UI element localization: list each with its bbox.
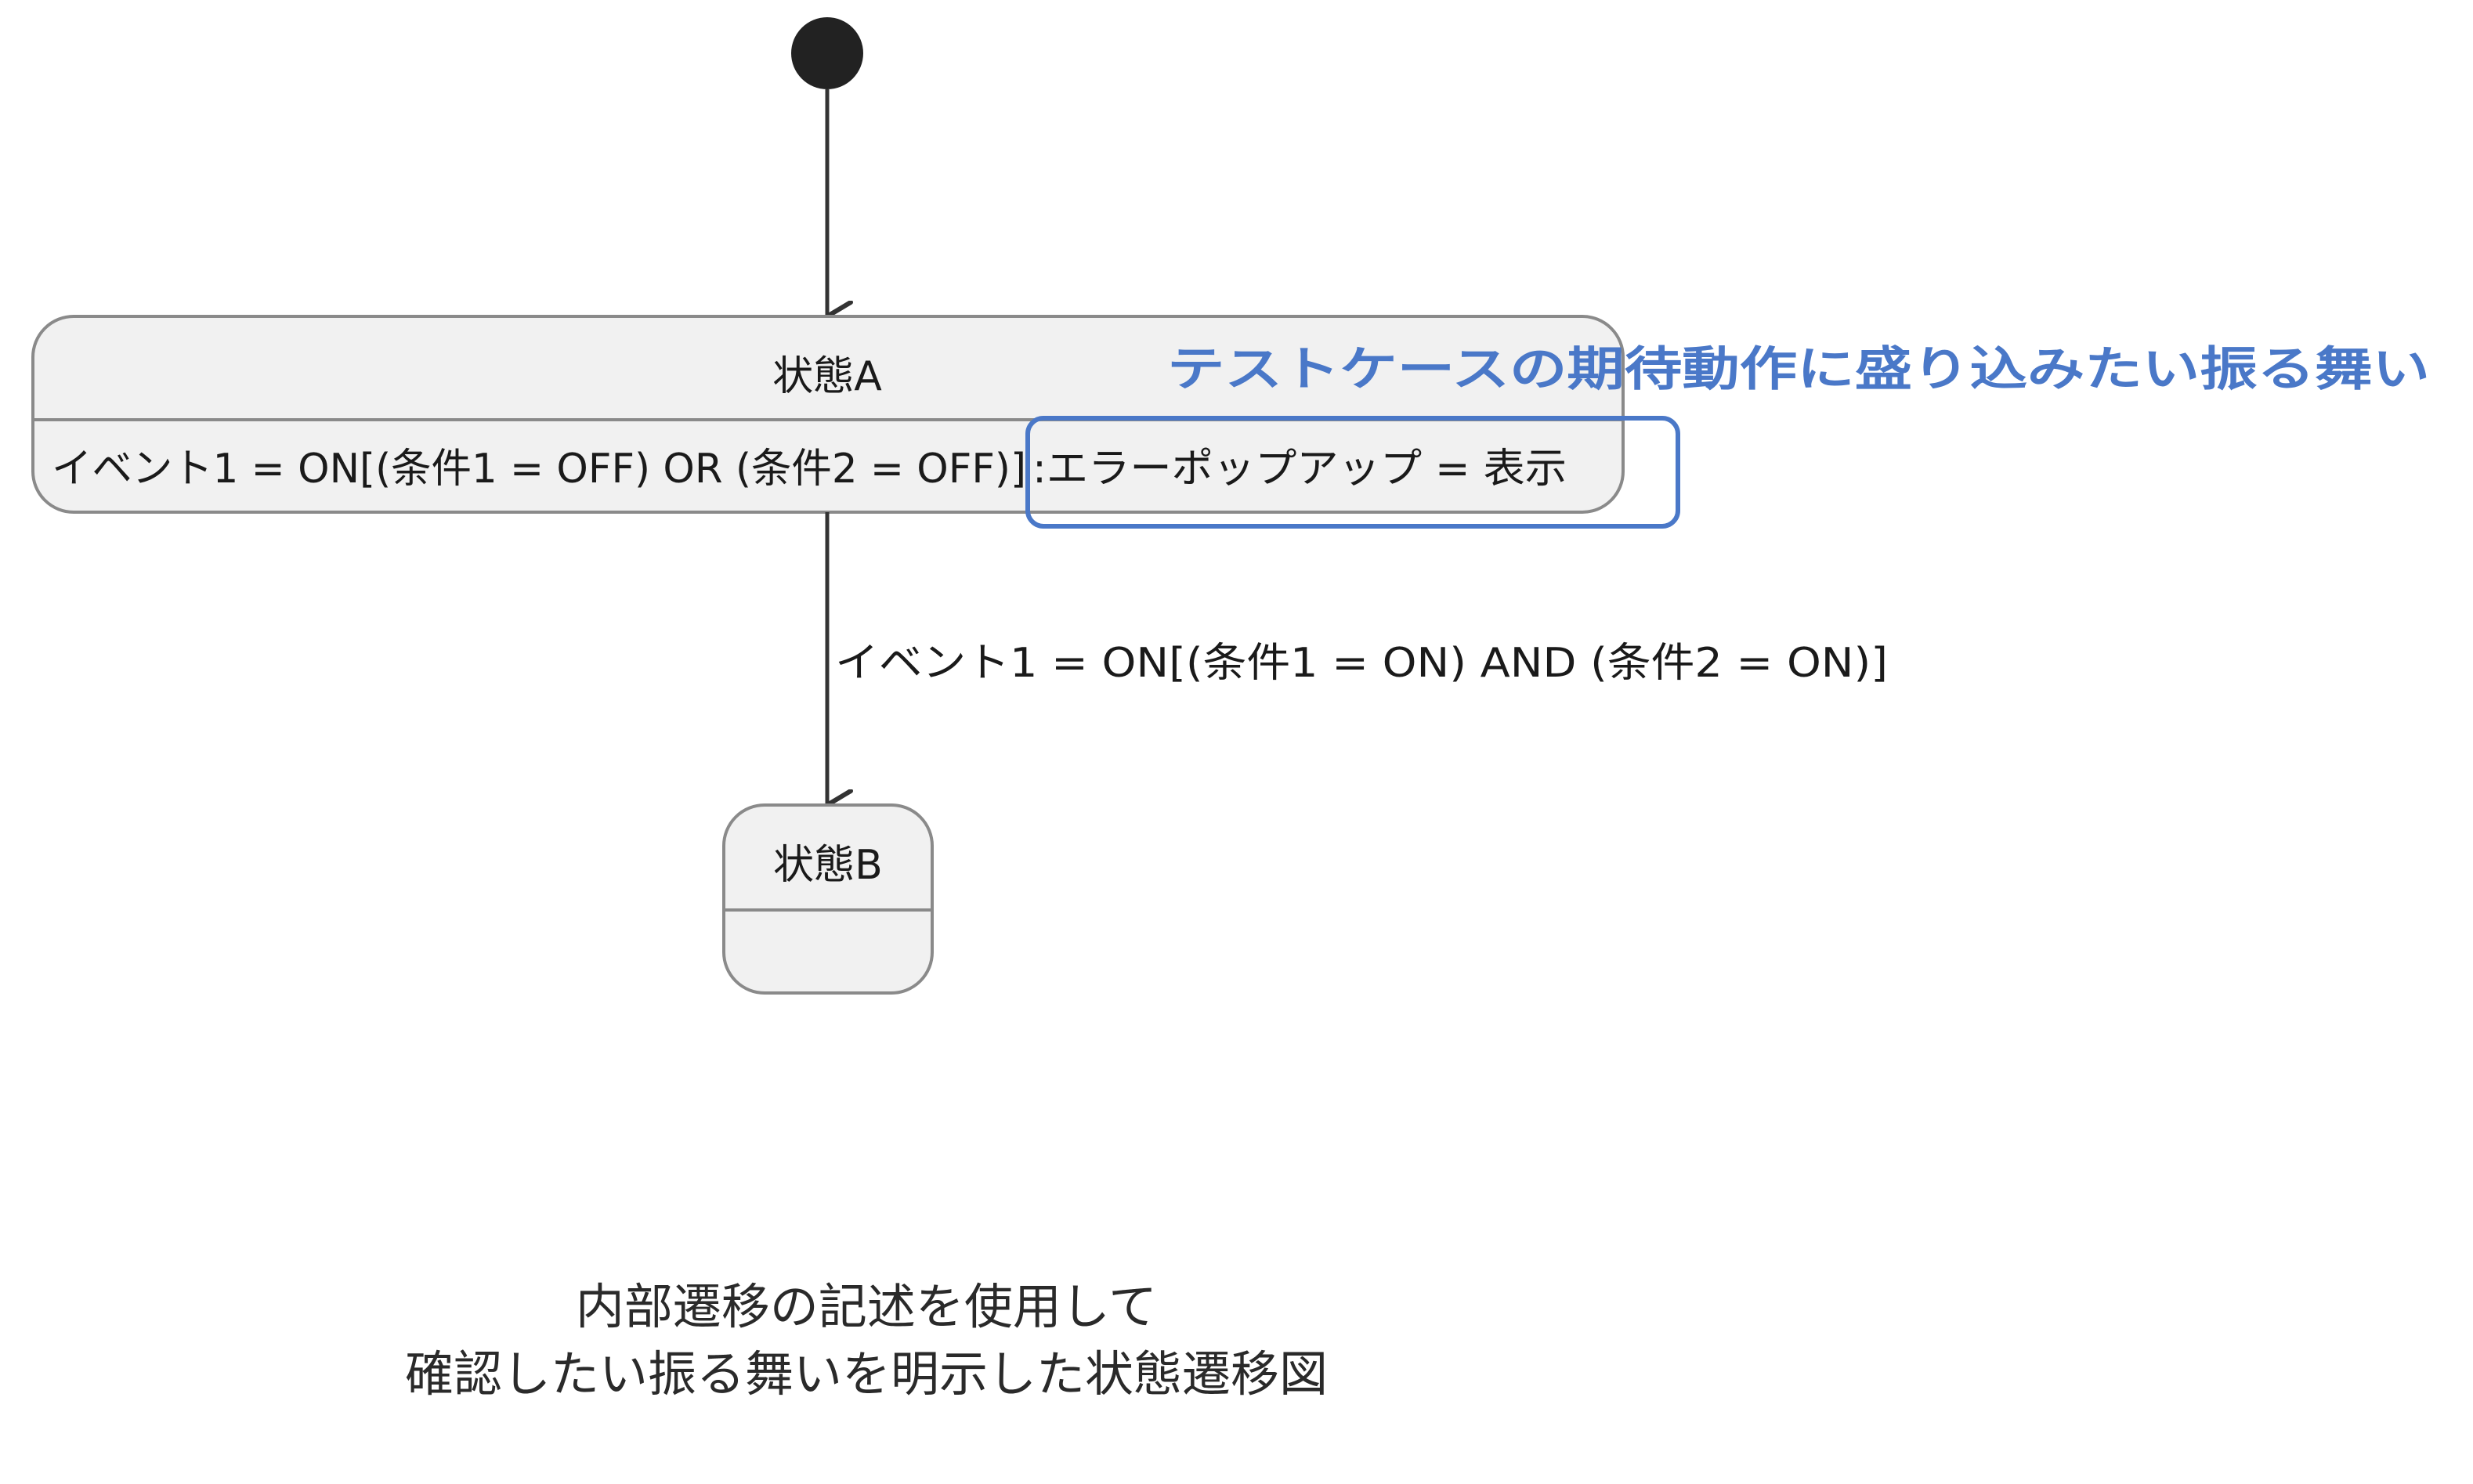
state-b-box [722, 803, 934, 995]
state-b-name: 状態B [773, 842, 883, 889]
state-a: 状態A イベント1 = ON[(条件1 = OFF) OR (条件2 = OFF… [31, 315, 1625, 514]
caption-line-2: 確認したい振る舞いを明示した状態遷移図 [405, 1345, 1328, 1403]
initial-state-node [791, 17, 863, 89]
state-b: 状態B [722, 803, 934, 995]
annotation-label: テストケースの期待動作に盛り込みたい振る舞い [1167, 342, 2430, 397]
highlight-box [1025, 416, 1680, 529]
state-a-name: 状態A [772, 353, 882, 400]
caption-line-1: 内部遷移の記述を使用して [576, 1278, 1157, 1335]
transition-a-to-b-label: イベント1 = ON[(条件1 = ON) AND (条件2 = ON)] [835, 640, 1888, 687]
state-a-internal-action: :エラーポップアップ = 表示 [1032, 446, 1567, 493]
state-a-internal-trigger: イベント1 = ON[(条件1 = OFF) OR (条件2 = OFF)] [52, 446, 1026, 493]
